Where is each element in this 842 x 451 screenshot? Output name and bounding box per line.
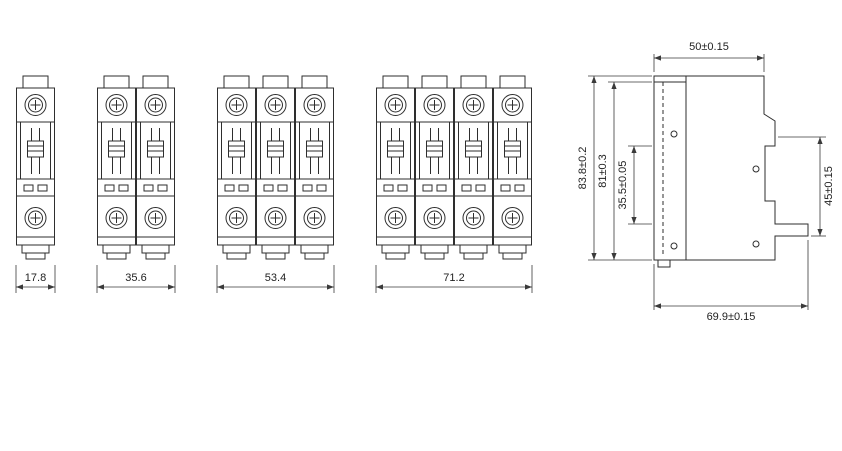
pole-module	[415, 75, 454, 260]
pole-module	[97, 75, 136, 260]
dimension-label: 53.4	[265, 272, 286, 284]
pole-module	[217, 75, 256, 260]
top-width-dimension: 50±0.15	[653, 41, 765, 72]
overall-height-dimension: 83.8±0.2	[577, 75, 652, 261]
breaker-dimension-drawing: 17.8 35.6 53.4	[15, 41, 835, 323]
dimension-label: 81±0.3	[597, 154, 609, 188]
dimension-label: 50±0.15	[689, 41, 729, 53]
base-depth-dimension: 69.9±0.15	[653, 240, 809, 323]
dimension-label: 45±0.15	[823, 166, 835, 206]
pole-module	[454, 75, 493, 260]
rivet-icon	[670, 130, 678, 138]
side-body-outline	[653, 75, 809, 261]
front-view-2pole: 35.6	[96, 75, 176, 293]
width-dimension-1pole: 17.8	[15, 265, 56, 293]
dimension-label: 83.8±0.2	[577, 147, 589, 190]
pole-module	[493, 75, 532, 260]
rear-section-dimension: 45±0.15	[778, 136, 835, 237]
front-view-1pole: 17.8	[15, 75, 56, 293]
width-dimension-2pole: 35.6	[96, 265, 176, 293]
dimension-label: 69.9±0.15	[707, 311, 756, 323]
dimension-label: 35.6	[125, 272, 146, 284]
pole-module	[376, 75, 415, 260]
width-dimension-4pole: 71.2	[375, 265, 533, 293]
pole-module	[16, 75, 55, 260]
rivet-icon	[752, 165, 760, 173]
body-height-dimension: 81±0.3	[597, 81, 652, 260]
rivet-icon	[752, 240, 760, 248]
pole-module	[295, 75, 334, 260]
pole-module	[256, 75, 295, 260]
width-dimension-3pole: 53.4	[216, 265, 335, 293]
dimension-label: 71.2	[443, 272, 464, 284]
side-view: 50±0.15 83.8±0.2 81±0.3 35.5±0.05	[577, 41, 835, 323]
pole-module	[136, 75, 175, 260]
front-view-3pole: 53.4	[216, 75, 335, 293]
dimension-label: 17.8	[25, 272, 46, 284]
side-profile	[653, 75, 809, 268]
bottom-front-tab	[657, 259, 671, 268]
dimension-label: 35.5±0.05	[617, 161, 629, 210]
rivet-icon	[670, 242, 678, 250]
front-view-4pole: 71.2	[375, 75, 533, 293]
din-rail-dimension: 35.5±0.05	[617, 145, 652, 225]
